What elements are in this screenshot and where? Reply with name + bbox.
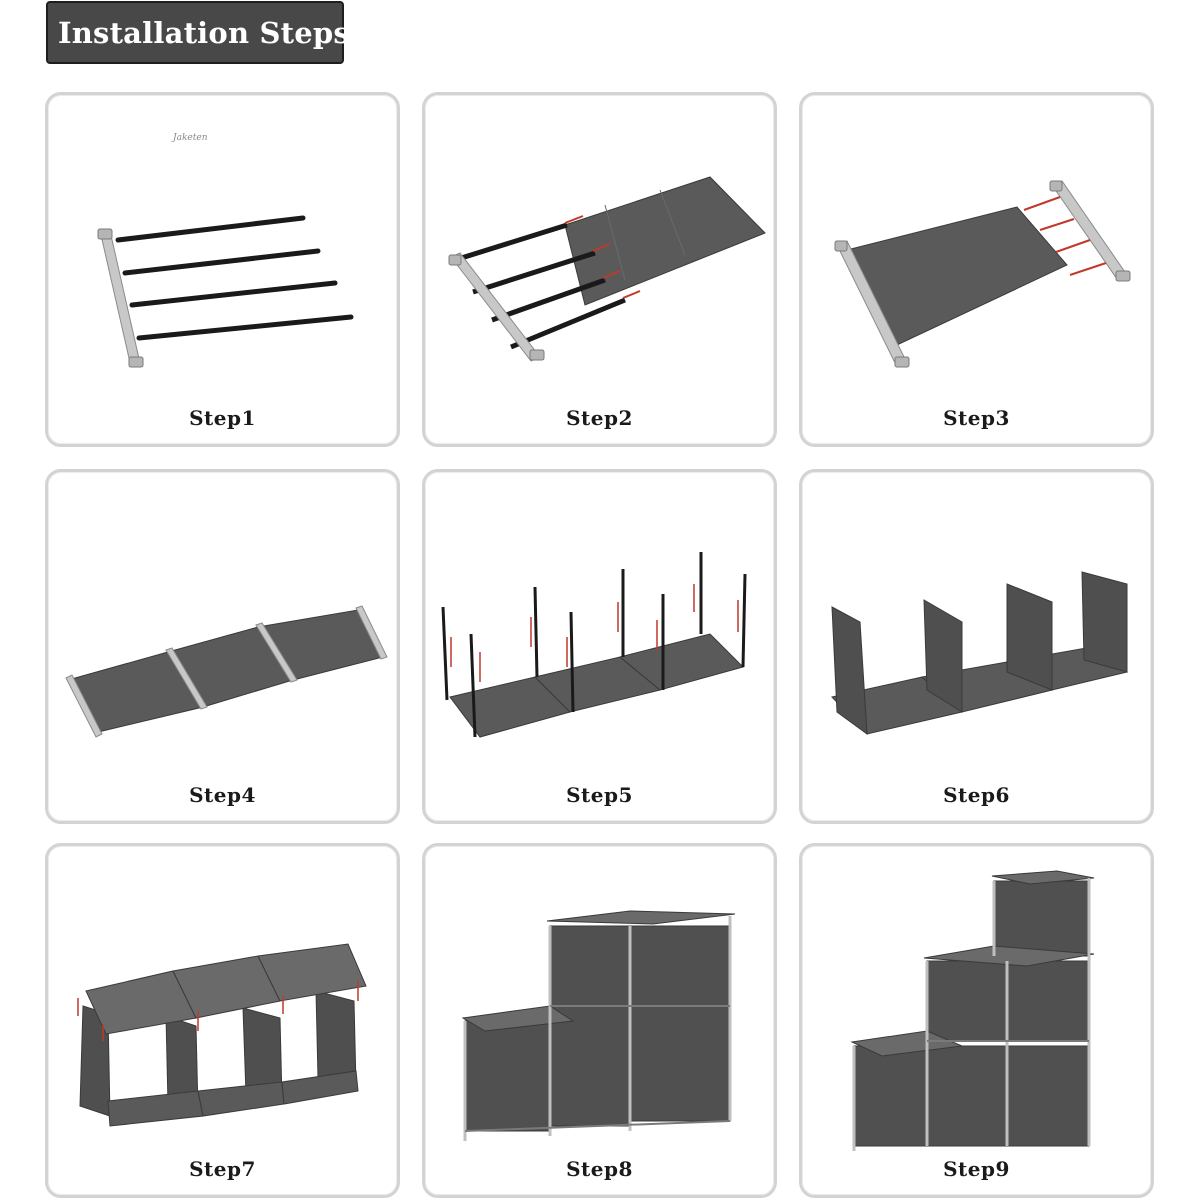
step-card-9: Step9: [799, 843, 1154, 1198]
step9-illustration: [850, 870, 1095, 1151]
step8-illustration: [461, 910, 736, 1141]
step1-illustration: [97, 215, 354, 368]
step-card-2: Step2: [422, 92, 777, 447]
step-card-3: Step3: [799, 92, 1154, 447]
watermark-text: Jaketen: [173, 133, 208, 143]
step4-illustration: [65, 605, 388, 738]
step-label: Step2: [566, 406, 633, 430]
step7-illustration: [77, 943, 367, 1127]
step-label: Step5: [566, 783, 633, 807]
step2-illustration: [448, 176, 766, 362]
step-label: Step1: [189, 406, 256, 430]
step5-illustration: [441, 552, 747, 738]
step6-illustration: [831, 571, 1129, 736]
step-card-4: Step4: [45, 469, 400, 824]
step-label: Step4: [189, 783, 256, 807]
step-card-8: Step8: [422, 843, 777, 1198]
step-card-7: Step7: [45, 843, 400, 1198]
step-label: Step7: [189, 1157, 256, 1181]
step-label: Step6: [943, 783, 1010, 807]
step-label: Step8: [566, 1157, 633, 1181]
step-card-6: Step6: [799, 469, 1154, 824]
title-badge: Installation Steps:: [46, 1, 361, 64]
page-title: Installation Steps:: [58, 15, 361, 50]
step-card-5: Step5: [422, 469, 777, 824]
step-card-1: Jaketen Step1: [45, 92, 400, 447]
step3-illustration: [834, 180, 1131, 368]
step-label: Step9: [943, 1157, 1010, 1181]
step-label: Step3: [943, 406, 1010, 430]
